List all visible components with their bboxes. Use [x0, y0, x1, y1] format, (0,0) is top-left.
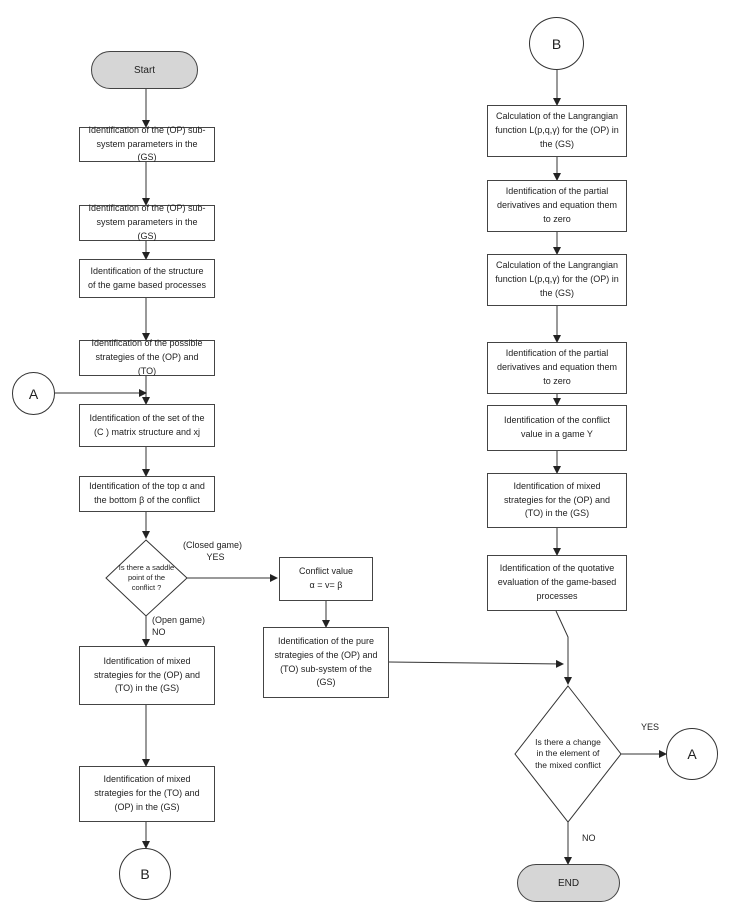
process-text: Calculation of the Langrangian function … [495, 260, 619, 298]
process-text: Identification of the top α and the bott… [89, 481, 205, 505]
connector-a-left: A [12, 372, 55, 415]
process-box: Identification of the partial derivative… [487, 342, 627, 394]
connector-a-right-label: A [687, 746, 697, 762]
process-text: Identification of the (OP) sub-system pa… [88, 203, 206, 241]
process-box: Identification of the set of the (C ) ma… [79, 404, 215, 447]
process-box: Identification of the conflict value in … [487, 405, 627, 451]
process-box: Identification of the possible strategie… [79, 338, 215, 376]
process-box: Calculation of the Langrangian function … [487, 254, 627, 306]
end-label: END [557, 877, 580, 889]
connector-b-bottom-label: B [140, 866, 150, 882]
yes-label: YES [206, 551, 225, 562]
end-terminator: END [517, 864, 620, 902]
process-box: Identification of the structure of the g… [79, 259, 215, 298]
open-game-label: (Open game) [152, 615, 206, 625]
decision1-no-label: (Open game) NO [152, 615, 205, 638]
process-box: Identification of mixed strategies for t… [487, 473, 627, 528]
connector-b-top: B [529, 17, 584, 70]
process-text: Identification of the possible strategie… [91, 338, 203, 376]
process-text: Identification of mixed strategies for t… [503, 480, 611, 519]
process-text: Identification of the structure of the g… [87, 265, 207, 290]
start-terminator: Start [91, 51, 198, 89]
decision2-text: Is there a change in the element of the … [535, 736, 601, 770]
process-text: Identification of the partial derivative… [496, 348, 618, 386]
decision2-no-label: NO [582, 833, 596, 843]
process-box: Identification of mixed strategies for t… [79, 766, 215, 822]
conflict-value-box: Conflict value α = v= β [279, 557, 373, 601]
process-text: Identification of the quotative evaluati… [497, 563, 617, 601]
decision2-yes-label: YES [641, 722, 660, 732]
arrow-right7-to-decision2 [555, 610, 572, 685]
decision1-text: Is there a saddle point of the conflict … [118, 562, 175, 593]
connector-a-right: A [666, 728, 718, 780]
decision1-yes-label: (Closed game) YES [183, 540, 242, 563]
process-box: Identification of the (OP) sub-system pa… [79, 203, 215, 241]
process-box: Identification of mixed strategies for t… [79, 646, 215, 705]
start-label: Start [133, 64, 156, 76]
connector-b-top-label: B [551, 35, 562, 52]
process-box: Identification of the (OP) sub-system pa… [79, 125, 215, 162]
no-label: NO [152, 626, 166, 637]
process-box: Identification of the partial derivative… [487, 180, 627, 232]
process-text: Identification of the (OP) sub-system pa… [88, 124, 206, 163]
pure-strategies-box: Identification of the pure strategies of… [263, 627, 389, 698]
process-box: Identification of the top α and the bott… [79, 476, 215, 512]
process-box: Calculation of the Langrangian function … [487, 105, 627, 157]
process-text: Identification of mixed strategies for t… [93, 655, 201, 694]
process-text: Calculation of the Langrangian function … [495, 111, 619, 149]
connector-a-left-label: A [28, 385, 39, 402]
closed-game-label: (Closed game) [183, 540, 243, 550]
process-text: Identification of mixed strategies for t… [94, 774, 200, 812]
process-text: Identification of the set of the (C ) ma… [89, 412, 205, 437]
conflict-value-formula: α = v= β [309, 580, 343, 590]
connector-b-bottom: B [119, 848, 171, 900]
conflict-value-title: Conflict value [298, 566, 354, 577]
process-text: Identification of the partial derivative… [496, 186, 618, 224]
arrow-pure-to-decision2 [388, 659, 564, 668]
process-text: Identification of the pure strategies of… [274, 635, 378, 688]
process-text: Identification of the conflict value in … [503, 415, 611, 439]
process-box: Identification of the quotative evaluati… [487, 555, 627, 611]
